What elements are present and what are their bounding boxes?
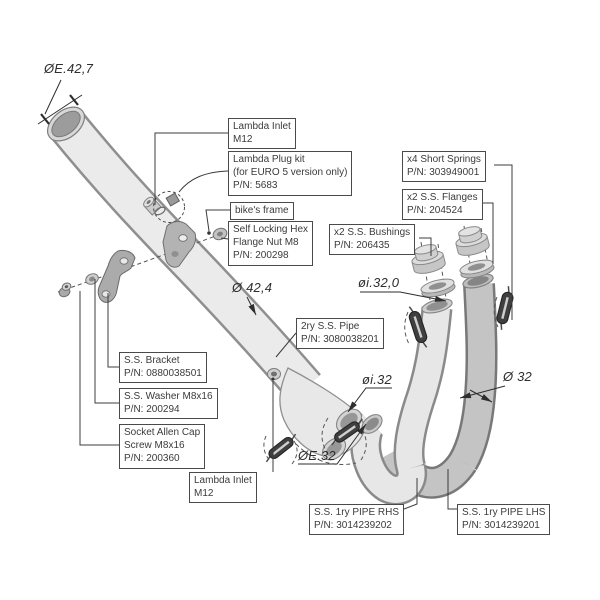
label-line: S.S. Washer M8x16: [124, 391, 213, 402]
flange-nut-part: [212, 227, 228, 241]
short-springs: [265, 286, 514, 463]
label-line: P/N: 200298: [233, 250, 289, 262]
label-self-locking-nut: Self Locking Hex Flange Nut M8 P/N: 2002…: [228, 221, 314, 266]
bushing-lhs: [455, 226, 490, 256]
label-line: Lambda Inlet: [194, 475, 252, 486]
label-pipe-lhs: S.S. 1ry PIPE LHS P/N: 3014239201: [457, 504, 551, 536]
dim-primary-pipe-end-outer: ØE.32: [298, 448, 336, 463]
label-line: Self Locking Hex: [233, 224, 309, 235]
label-line: (for EURO 5 version only): [233, 167, 348, 179]
lambda-boss-top: [143, 196, 162, 216]
dim-collector-inner: øi.32: [362, 372, 392, 387]
label-secondary-pipe: 2ry S.S. Pipe P/N: 3080038201: [296, 318, 384, 350]
label-leader-lines: [79, 132, 513, 512]
label-line: S.S. Bracket: [124, 355, 180, 366]
label-line: P/N: 3080038201: [301, 334, 379, 346]
label-line: Screw M8x16: [124, 440, 185, 452]
label-ss-washer: S.S. Washer M8x16 P/N: 200294: [119, 388, 218, 420]
label-line: x2 S.S. Bushings: [334, 227, 411, 238]
dim-secondary-pipe-outer: Ø 42,4: [232, 280, 273, 295]
label-line: M12: [233, 134, 253, 146]
label-lambda-plug-kit: Lambda Plug kit (for EURO 5 version only…: [228, 151, 353, 196]
dim-secondary-pipe-end-outer: ØE.42,7: [44, 61, 94, 76]
label-ss-flanges: x2 S.S. Flanges P/N: 204524: [402, 189, 483, 221]
label-line: P/N: 5683: [233, 180, 278, 192]
dim-primary-pipe-outer: Ø 32: [503, 369, 532, 384]
flange-rhs: [420, 278, 456, 298]
label-ss-bracket: S.S. Bracket P/N: 0880038501: [119, 352, 207, 384]
allen-screw-part: [58, 282, 72, 298]
lambda-plug-detail: [153, 191, 185, 223]
label-line: P/N: 3014239201: [462, 520, 540, 532]
label-line: P/N: 206435: [334, 240, 390, 252]
label-line: M12: [194, 488, 214, 500]
secondary-pipe-end-face: [47, 106, 85, 142]
label-line: x2 S.S. Flanges: [407, 192, 478, 203]
welded-bracket: [162, 221, 197, 268]
dimension-leaders: [37, 79, 506, 465]
label-line: P/N: 303949001: [407, 167, 480, 179]
label-line: Lambda Plug kit: [233, 154, 305, 165]
label-line: Socket Allen Cap: [124, 427, 201, 438]
label-line: P/N: 3014239202: [314, 520, 392, 532]
label-allen-screw: Socket Allen Cap Screw M8x16 P/N: 200360: [119, 424, 206, 469]
label-lambda-inlet-bottom: Lambda Inlet M12: [189, 472, 257, 504]
label-line: P/N: 204524: [407, 205, 463, 217]
label-line: bike's frame: [235, 205, 289, 216]
label-line: Lambda Inlet: [233, 121, 291, 132]
label-ss-bushings: x2 S.S. Bushings P/N: 206435: [329, 224, 416, 256]
secondary-pipe-drawing: [47, 106, 321, 402]
dim-flange-inner: øi.32,0: [358, 275, 400, 290]
label-bikes-frame: bike's frame: [230, 202, 294, 221]
label-line: x4 Short Springs: [407, 154, 481, 165]
label-pipe-rhs: S.S. 1ry PIPE RHS P/N: 3014239202: [309, 504, 405, 536]
label-lambda-inlet-top: Lambda Inlet M12: [228, 118, 296, 150]
label-line: S.S. 1ry PIPE RHS: [314, 507, 400, 518]
label-line: P/N: 200360: [124, 453, 180, 465]
lambda-boss-bottom: [267, 368, 281, 381]
label-line: P/N: 200294: [124, 404, 180, 416]
label-line: P/N: 0880038501: [124, 368, 202, 380]
ss-washer-part: [85, 273, 99, 285]
label-line: S.S. 1ry PIPE LHS: [462, 507, 546, 518]
label-line: 2ry S.S. Pipe: [301, 321, 360, 332]
label-short-springs: x4 Short Springs P/N: 303949001: [402, 151, 486, 183]
label-line: Flange Nut M8: [233, 237, 299, 249]
ss-bracket-part: [97, 249, 136, 303]
bikes-frame-point: [207, 231, 211, 235]
